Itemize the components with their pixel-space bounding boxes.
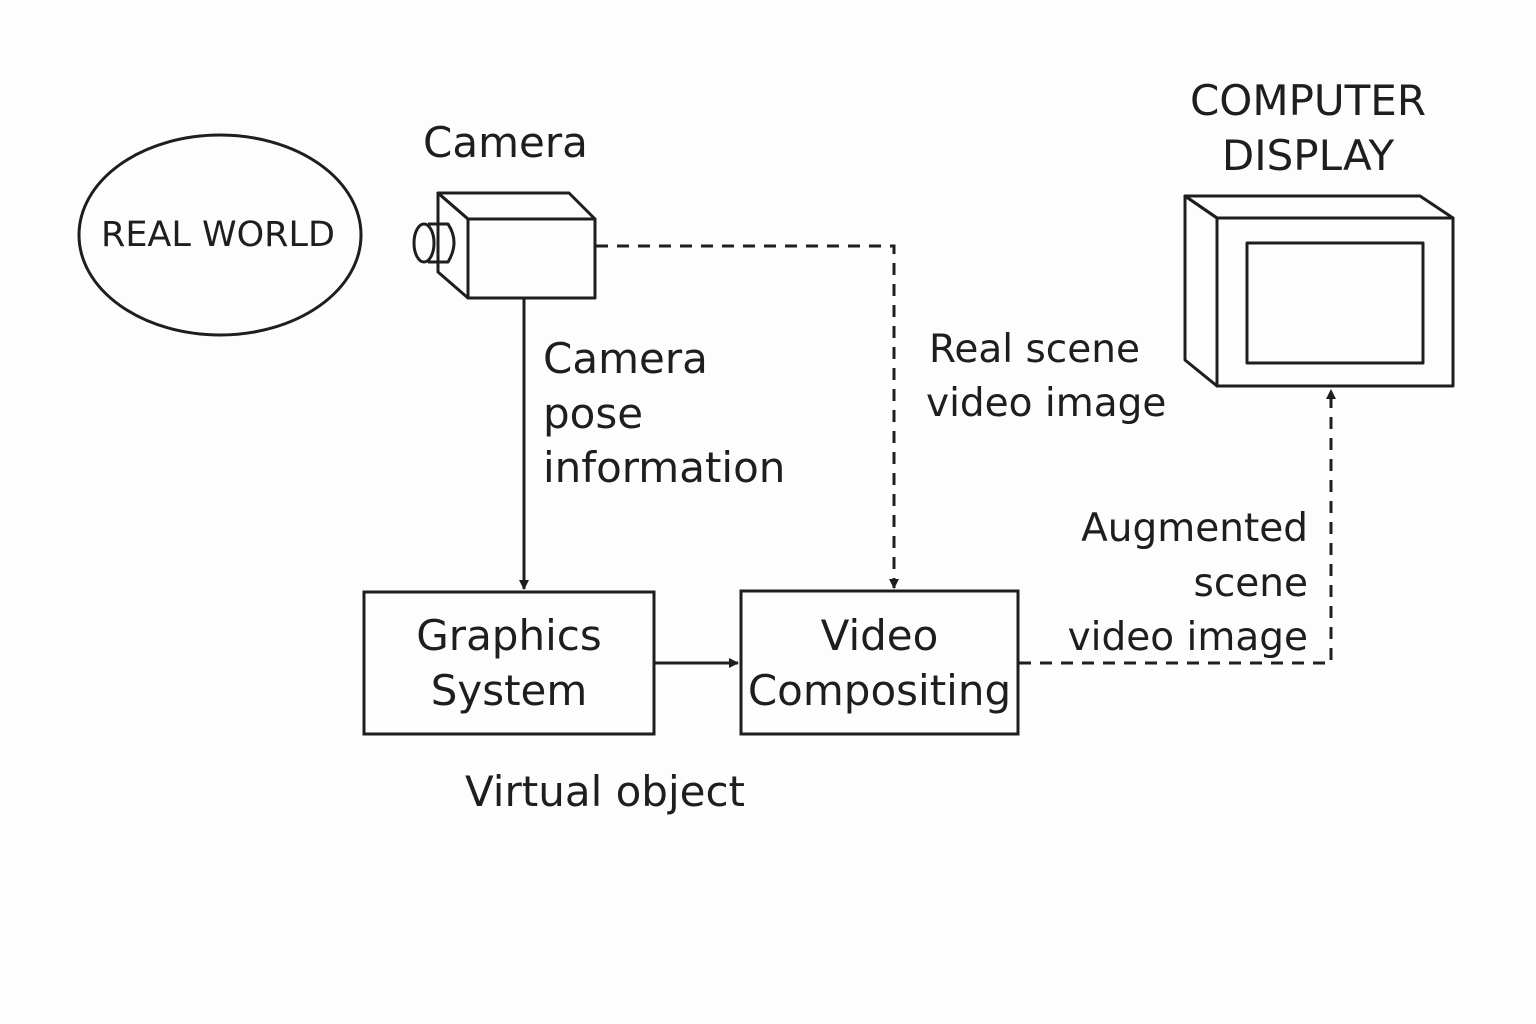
- camera-pose-label-line1: Camera: [543, 334, 708, 383]
- graphics-system-box: [362, 590, 656, 736]
- video-compositing-label-line1: Video: [820, 610, 939, 660]
- computer-display-title-line2: DISPLAY: [1221, 131, 1395, 180]
- augmented-scene-video-arrow: [1019, 389, 1336, 665]
- real-world-label: REAL WORLD: [101, 215, 335, 255]
- computer-display-title-line1: COMPUTER: [1189, 76, 1427, 125]
- real-scene-label-line2: video image: [926, 381, 1167, 426]
- video-compositing-label-line2: Compositing: [747, 665, 1012, 715]
- video-compositing-label: Video Compositing: [741, 591, 1018, 734]
- camera-icon: [412, 191, 597, 300]
- graphics-system-label: Graphics System: [364, 592, 654, 734]
- real-world-ellipse: [77, 133, 363, 337]
- camera-pose-label-line2: pose: [543, 389, 644, 438]
- camera-pose-label-line3: information: [543, 443, 786, 492]
- virtual-object-label: Virtual object: [465, 767, 746, 816]
- graphics-system-label-line1: Graphics: [416, 611, 602, 660]
- real-scene-label-line1: Real scene: [929, 327, 1140, 372]
- graphics-system-label-line2: System: [430, 666, 588, 715]
- camera-title: Camera: [423, 118, 588, 167]
- augmented-scene-label-line2: scene: [1193, 561, 1308, 606]
- computer-display-icon: [1183, 194, 1455, 388]
- augmented-scene-label-line1: Augmented: [1081, 506, 1308, 551]
- real-scene-video-arrow: [596, 244, 899, 589]
- augmented-scene-label-line3: video image: [1067, 615, 1308, 660]
- video-compositing-box: [739, 589, 1020, 736]
